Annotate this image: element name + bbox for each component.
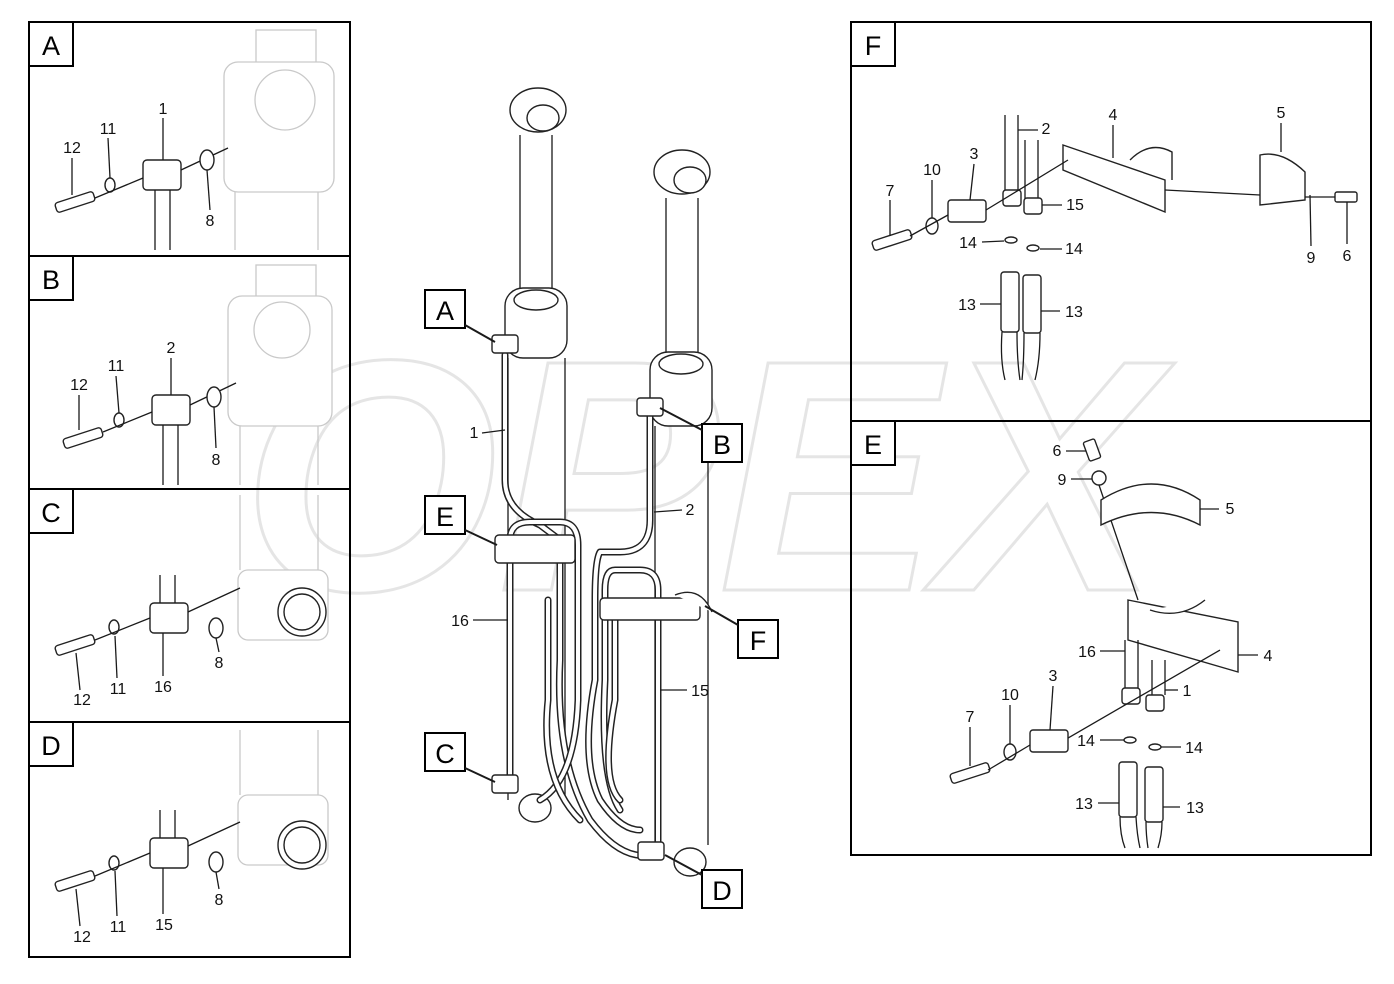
main-part-1: 1 (470, 425, 479, 442)
panel-d-part-15: 15 (155, 917, 173, 934)
panel-e-part-5: 5 (1226, 501, 1235, 518)
panel-f: F 2 4 5 3 10 7 (850, 21, 1372, 422)
main-part-16: 16 (451, 613, 469, 630)
panel-b-part-12: 12 (70, 377, 88, 394)
callout-a-letter: A (436, 296, 454, 326)
panel-f-part-4: 4 (1109, 107, 1118, 124)
panel-e-part-7: 7 (966, 709, 975, 726)
panel-f-part-15: 15 (1066, 197, 1084, 214)
callout-c: C (424, 732, 496, 783)
panel-f-part-13b: 13 (1065, 304, 1083, 321)
panel-f-part-5: 5 (1277, 105, 1286, 122)
panel-b: B 2 11 12 8 (28, 255, 351, 490)
panel-c-part-11: 11 (110, 681, 127, 698)
panel-e-part-4: 4 (1264, 648, 1273, 665)
callout-f: F (704, 605, 779, 659)
callout-e-letter: E (436, 502, 454, 532)
panel-f-part-3: 3 (970, 146, 979, 163)
panel-c-part-8: 8 (215, 655, 224, 672)
panel-e-part-9: 9 (1058, 472, 1067, 489)
panel-a-part-1: 1 (159, 101, 168, 118)
panel-f-part-14a: 14 (959, 235, 977, 252)
callout-e: E (424, 495, 498, 546)
panel-a-part-12: 12 (63, 140, 81, 157)
panel-f-part-6: 6 (1343, 248, 1352, 265)
panel-b-letter: B (42, 265, 60, 295)
panel-b-part-2: 2 (167, 340, 176, 357)
panel-e-part-1: 1 (1183, 683, 1192, 700)
panel-e-part-16: 16 (1078, 644, 1096, 661)
callout-a: A (424, 289, 496, 343)
panel-d-part-8: 8 (215, 892, 224, 909)
panel-c-part-16: 16 (154, 679, 172, 696)
callout-d-letter: D (712, 876, 732, 906)
panel-c-part-12: 12 (73, 692, 91, 709)
panel-f-part-7: 7 (886, 183, 895, 200)
panel-e-part-14a: 14 (1077, 733, 1095, 750)
panel-e-part-14b: 14 (1185, 740, 1203, 757)
main-part-15: 15 (691, 683, 709, 700)
panel-f-part-9: 9 (1307, 250, 1316, 267)
panel-e-part-10: 10 (1001, 687, 1019, 704)
callout-b-letter: B (713, 430, 731, 460)
callout-c-letter: C (435, 739, 455, 769)
panel-b-part-8: 8 (212, 452, 221, 469)
main-part-2: 2 (686, 502, 695, 519)
panel-f-part-10: 10 (923, 162, 941, 179)
panel-c-letter: C (41, 498, 61, 528)
panel-e: E 6 9 5 16 4 1 (850, 420, 1372, 856)
callout-b: B (659, 407, 743, 463)
panel-f-letter: F (865, 31, 882, 61)
panel-d: D 12 11 15 8 (28, 721, 351, 958)
panel-f-part-2: 2 (1042, 121, 1051, 138)
panel-b-part-11: 11 (108, 358, 125, 375)
panel-e-part-3: 3 (1049, 668, 1058, 685)
hoses (501, 351, 662, 860)
panel-e-part-13a: 13 (1075, 796, 1093, 813)
panel-e-part-6: 6 (1053, 443, 1062, 460)
panel-d-letter: D (41, 731, 61, 761)
panel-a-part-8: 8 (206, 213, 215, 230)
panel-e-part-13b: 13 (1186, 800, 1204, 817)
panel-f-part-14b: 14 (1065, 241, 1083, 258)
callout-f-letter: F (750, 626, 767, 656)
panel-f-part-13a: 13 (958, 297, 976, 314)
panel-d-part-11: 11 (110, 919, 127, 936)
main-assembly: A B E F C D 1 2 (424, 87, 779, 909)
panel-a-letter: A (42, 31, 60, 61)
panel-a: A 1 11 12 8 (28, 21, 351, 257)
panel-e-letter: E (864, 430, 882, 460)
panel-a-part-11: 11 (100, 121, 117, 138)
callout-d: D (664, 854, 743, 909)
panel-d-part-12: 12 (73, 929, 91, 946)
